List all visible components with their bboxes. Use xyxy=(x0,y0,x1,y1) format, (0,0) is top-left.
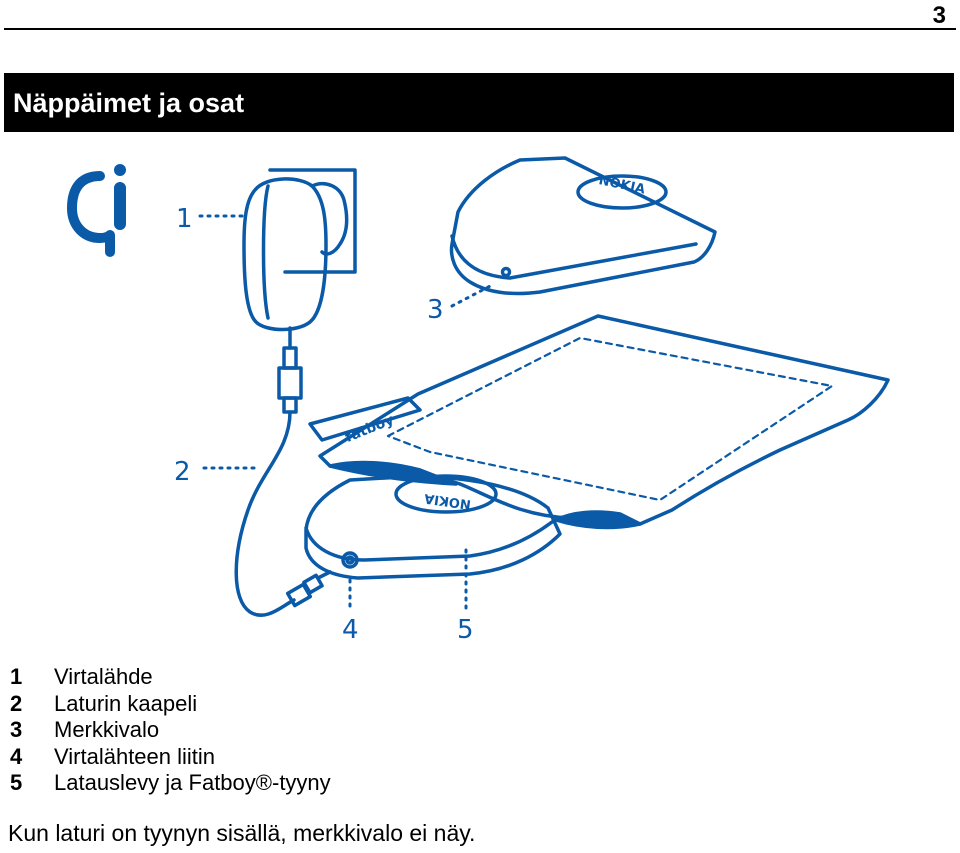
legend-number: 1 xyxy=(10,664,23,689)
parts-legend: 1 Virtalähde 2 Laturin kaapeli 3 Merkkivalo… xyxy=(10,664,331,797)
legend-item: 1 Virtalähde xyxy=(10,664,331,691)
callout-2: 2 xyxy=(174,457,191,487)
legend-number: 5 xyxy=(10,770,23,795)
legend-item: 3 Merkkivalo xyxy=(10,717,331,744)
page-number: 3 xyxy=(932,2,946,29)
fatboy-logo: fatboy xyxy=(343,412,396,446)
legend-number: 3 xyxy=(10,717,23,742)
legend-label: Laturin kaapeli xyxy=(54,690,198,716)
legend-item: 2 Laturin kaapeli xyxy=(10,691,331,718)
charging-plate-bottom xyxy=(304,474,562,580)
legend-item: 5 Latauslevy ja Fatboy®-tyyny xyxy=(10,770,331,797)
top-rule xyxy=(4,28,956,30)
qi-logo-icon xyxy=(67,164,126,257)
callout-3: 3 xyxy=(427,295,444,325)
legend-number: 4 xyxy=(10,743,23,769)
charger-diagram: NOKIA fatboy NOKIA 1 2 3 4 5 xyxy=(67,156,890,645)
callout-5: 5 xyxy=(457,615,474,645)
section-title-bar: Näppäimet ja osat xyxy=(4,73,954,132)
power-adapter xyxy=(242,168,357,414)
callout-4: 4 xyxy=(342,615,359,645)
legend-number: 2 xyxy=(10,690,23,716)
nokia-logo-bottom: NOKIA xyxy=(423,490,472,511)
legend-item: 4 Virtalähteen liitin xyxy=(10,744,331,771)
charging-plate-top xyxy=(449,156,717,296)
legend-label: Virtalähde xyxy=(54,664,153,689)
callout-1: 1 xyxy=(176,204,193,234)
legend-label: Latauslevy ja Fatboy®-tyyny xyxy=(54,770,331,795)
indicator-note: Kun laturi on tyynyn sisällä, merkkivalo… xyxy=(8,820,476,846)
callout-leaders xyxy=(198,214,496,614)
legend-label: Virtalähteen liitin xyxy=(54,743,216,769)
charger-cable xyxy=(234,410,296,617)
legend-label: Merkkivalo xyxy=(54,717,160,742)
section-title: Näppäimet ja osat xyxy=(13,88,245,118)
